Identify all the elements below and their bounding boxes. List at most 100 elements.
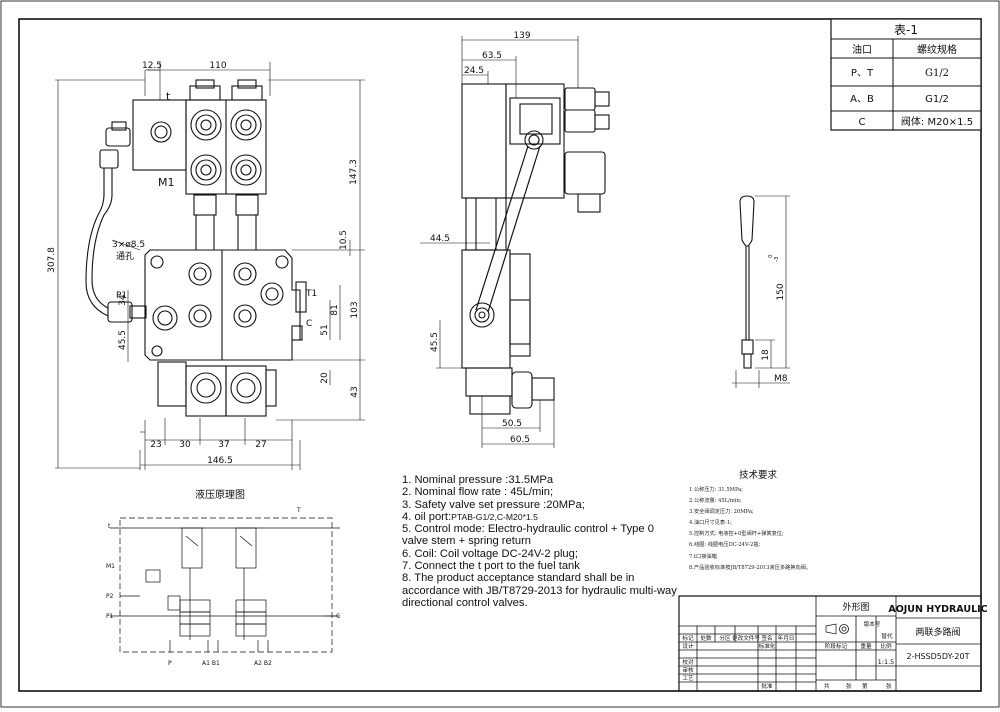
dim-label: 103	[350, 301, 360, 318]
note-line: 6. Coil: Coil voltage DC-24V-2 plug;	[402, 547, 578, 560]
table-header-port: 油口	[852, 43, 872, 56]
side-coil-lower	[564, 151, 606, 195]
pilot-coil-upper-right	[230, 109, 262, 141]
dim-label: 43	[350, 386, 360, 397]
dim-label: 139	[513, 31, 530, 41]
schematic-labels: T t M1 P2 P1 C P A1 B1 A2 B2	[106, 507, 340, 667]
cell-mark: 标记	[682, 634, 694, 642]
port-a2	[233, 262, 257, 286]
cell-approve: 批准	[761, 682, 773, 690]
cell-date: 年月日	[778, 634, 795, 642]
side-coil-upper	[564, 87, 596, 111]
cell-review: 审核	[682, 666, 694, 674]
port-b2	[233, 304, 257, 328]
dim-label: 12.5	[142, 61, 162, 71]
cell-sign: 签名	[761, 634, 772, 642]
schematic-label: t	[108, 523, 111, 530]
table-cell: P、T	[851, 68, 874, 79]
handle-pivot-upper	[524, 130, 544, 150]
side-view-dimensions: 139 63.5 24.5 44.5 45.5 50.5 60.5	[430, 31, 531, 445]
table-cell: G1/2	[925, 94, 949, 105]
schematic-label: P1	[106, 613, 114, 620]
cell-design: 设计	[682, 642, 694, 650]
table-cell: A、B	[850, 94, 874, 105]
schematic-label: M1	[106, 563, 115, 570]
pipe-connector	[107, 301, 133, 323]
note-line: 2. Nominal flow rate : 45L/min;	[402, 486, 554, 499]
dim-label: -3	[774, 256, 780, 262]
dim-label: 10.5	[339, 230, 349, 250]
pilot-coil-lower-left	[190, 154, 222, 186]
side-spring-cap	[511, 371, 533, 409]
dim-label: 通孔	[116, 251, 134, 262]
table-cell: C	[859, 117, 866, 128]
dim-label: 81	[330, 304, 340, 315]
port-label: P1	[116, 291, 127, 301]
dim-label: 147.3	[349, 159, 359, 185]
schematic-title: 液压原理图	[195, 488, 245, 501]
dim-label: 51	[320, 324, 330, 335]
note-line: 7. Connect the t port to the fuel tank	[402, 560, 580, 573]
handle-nut	[741, 339, 754, 355]
schematic-label: A1 B1	[202, 660, 220, 667]
handle-linkage	[475, 145, 529, 311]
company-name: AOJUN HYDRAULIC	[888, 604, 987, 615]
dim-label: 24.5	[464, 66, 484, 76]
dim-label: 44.5	[430, 234, 450, 244]
port-c-fitting	[295, 281, 307, 313]
projection-symbol	[825, 623, 837, 635]
mount-hole	[275, 255, 289, 269]
hydraulic-schematic	[110, 517, 340, 653]
cn-note-line: 1.公称压力: 31.5MPa;	[689, 487, 744, 493]
cell-docno: 更改文件号	[732, 634, 760, 642]
note-line: directional control valves.	[402, 596, 528, 609]
cn-note-line: 7.t口接油箱	[689, 553, 717, 560]
cell-sheet2: 张	[886, 682, 892, 690]
elbow-fitting	[105, 127, 131, 147]
dim-label: 150	[776, 283, 786, 300]
port-label: t	[166, 90, 171, 103]
port-table: 表-1 油口 螺纹规格 P、T G1/2 A、B G1/2 C 阀体: M20×…	[830, 18, 982, 131]
cell-weight: 重量	[860, 642, 872, 650]
cn-note-line: 4.油口尺寸见表-1;	[689, 520, 732, 527]
front-view	[55, 62, 365, 470]
cell-qty: 处数	[700, 634, 712, 642]
port-label: C	[306, 319, 312, 329]
schematic-label: A2 B2	[254, 660, 272, 667]
cn-note-line: 3.安全阀调定压力: 20MPa;	[689, 509, 754, 516]
dim-label: 63.5	[482, 51, 502, 61]
side-pilot-block	[461, 83, 507, 199]
port-b1	[188, 304, 212, 328]
cn-note-line: 5.控制方式: 电液控+0型阀杆+弹簧复位;	[689, 531, 784, 538]
dim-label: 110	[209, 61, 226, 71]
port-a1	[188, 262, 212, 286]
inner-border	[18, 18, 982, 692]
note-line: 3. Safety valve set pressure :20MPa;	[402, 498, 585, 511]
dim-label: 307.8	[47, 247, 57, 273]
cell-ratio: 比例	[880, 642, 892, 650]
scale-value: 1:1.5	[878, 658, 895, 666]
note-line: valve stem + spring return	[402, 535, 532, 548]
port-p1	[152, 305, 178, 331]
dim-label: 146.5	[207, 456, 233, 466]
dim-label: 3×ø8.5	[112, 240, 145, 250]
handle-dimensions: 150 0 -3 18 M8	[761, 254, 788, 384]
port-t1	[260, 282, 284, 306]
table-header-thread: 螺纹规格	[917, 43, 957, 56]
handle-pivot-lower	[469, 302, 495, 328]
side-view	[420, 36, 610, 448]
cell-std: 标准化	[759, 642, 776, 650]
product-name: 两联多路阀	[915, 626, 960, 638]
title-block-text: 外形图 AOJUN HYDRAULIC 两联多路阀 2-HSSD5DY-20T …	[682, 601, 987, 690]
note-line: 4. oil port:PTAB-G1/2,C-M20*1.5	[402, 511, 687, 523]
schematic-label: P	[168, 660, 172, 667]
dim-label: 34	[118, 294, 128, 306]
port-label: T1	[305, 289, 317, 299]
cell-process: 工艺	[682, 675, 694, 682]
dim-label: 37	[218, 440, 229, 450]
schematic-label: P2	[106, 593, 114, 600]
tech-requirements-title: 技术要求	[739, 469, 778, 481]
